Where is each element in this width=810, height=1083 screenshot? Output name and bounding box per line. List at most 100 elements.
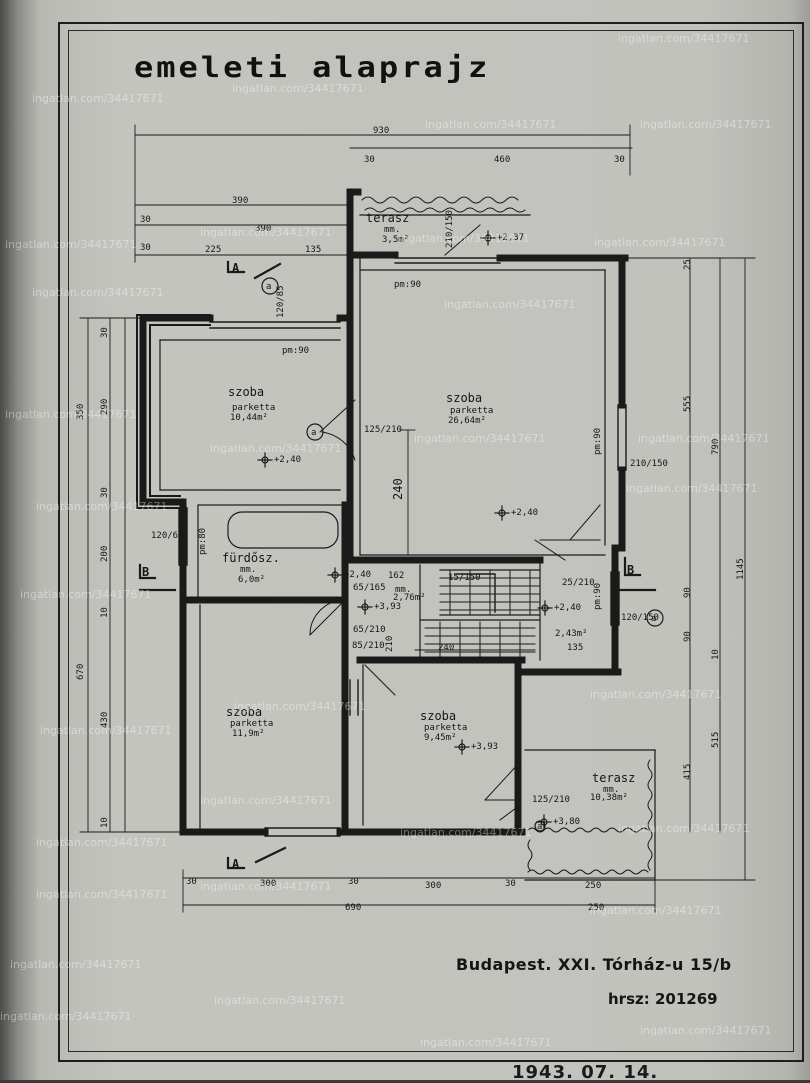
window-note: pm:90: [282, 346, 309, 356]
watermark: ingatlan.com/34417671: [40, 724, 172, 737]
dim-label: 670: [76, 664, 86, 680]
section-mark-a: A: [232, 857, 240, 871]
dim-label: 30: [140, 215, 151, 225]
dim-label: 30: [505, 879, 516, 889]
level-label: +3,93: [374, 602, 401, 612]
watermark: ingatlan.com/34417671: [400, 826, 532, 839]
watermark: ingatlan.com/34417671: [36, 888, 168, 901]
watermark: ingatlan.com/34417671: [638, 432, 770, 445]
section-mark-b: B: [142, 565, 149, 579]
door-mark: a: [537, 822, 542, 832]
dim-label: 200: [100, 546, 110, 562]
dim-label: 240: [391, 478, 405, 500]
terrace-n-name: terasz: [366, 211, 409, 225]
dim-label: 30: [348, 877, 359, 887]
watermark: ingatlan.com/34417671: [425, 118, 557, 131]
room-hall-area: 2,76m²: [393, 593, 426, 603]
dim-label: 1145: [736, 558, 746, 580]
door-swings: [309, 224, 601, 821]
staircase: [424, 569, 541, 659]
dim-label: 430: [100, 712, 110, 728]
dim-label: 25/210: [562, 578, 595, 588]
dim-label: 65/165: [353, 583, 386, 593]
dim-label: 30: [614, 155, 625, 165]
terrace-n-area: 3,5m²: [382, 235, 409, 245]
level-label: +2,40: [511, 508, 538, 518]
watermark: ingatlan.com/34417671: [200, 226, 332, 239]
dim-label: 350: [76, 404, 86, 420]
room-sw-area: 11,9m²: [232, 729, 265, 739]
room-nw-floor: parketta: [232, 403, 275, 413]
watermark: ingatlan.com/34417671: [414, 432, 546, 445]
level-label: +3,93: [471, 742, 498, 752]
dim-label: 210/150: [630, 459, 668, 469]
dim-label: 120/85: [276, 285, 286, 318]
watermark: ingatlan.com/34417671: [590, 688, 722, 701]
room-hall-name: mm.: [395, 585, 411, 595]
section-mark-b: B: [627, 563, 634, 577]
address-label: Budapest. XXI. Tórház-u 15/b: [456, 955, 732, 974]
drawing-title: emeleti alaprajz: [134, 49, 491, 85]
section-markers: [138, 260, 657, 870]
dim-label: 30: [100, 487, 110, 498]
dim-label: 930: [373, 126, 389, 136]
dim-label: 30: [100, 327, 110, 338]
room-ne-area: 26,64m²: [448, 416, 486, 426]
window-note: pm:80: [198, 528, 208, 555]
dim-label: 30: [140, 243, 151, 253]
room-nw-area: 10,44m²: [230, 413, 268, 423]
dim-label: 125/210: [364, 425, 402, 435]
watermark: ingatlan.com/34417671: [444, 298, 576, 311]
dim-label: 90: [683, 631, 693, 642]
dim-label: 250: [585, 881, 601, 891]
drawing-frame-inner: [68, 30, 794, 1052]
dim-label: 210/150: [445, 210, 455, 248]
watermark: ingatlan.com/34417671: [32, 286, 164, 299]
dim-label: 210: [385, 636, 395, 652]
dim-label: 390: [255, 224, 271, 234]
watermark: ingatlan.com/34417671: [5, 238, 137, 251]
watermark: ingatlan.com/34417671: [10, 958, 142, 971]
watermark: ingatlan.com/34417671: [32, 92, 164, 105]
dim-label: 120/150: [621, 613, 659, 623]
room-sc-name: szoba: [420, 709, 456, 723]
watermark: ingatlan.com/34417671: [200, 880, 332, 893]
room-sc-floor: parketta: [424, 723, 467, 733]
dim-label: 690: [345, 903, 361, 913]
room-landing-area: 2,43m²: [555, 629, 588, 639]
wall-hatch: [136, 314, 211, 509]
dim-label: 65/210: [353, 625, 386, 635]
drawing-frame-outer: [58, 22, 804, 1062]
watermark: ingatlan.com/34417671: [590, 904, 722, 917]
dim-label: 555: [683, 396, 693, 412]
terrace-se-area: 10,38m²: [590, 793, 628, 803]
watermark: ingatlan.com/34417671: [420, 1036, 552, 1049]
windows: [178, 257, 627, 837]
dim-label: 300: [260, 879, 276, 889]
dim-label: 85/210: [352, 641, 385, 651]
dim-label: 460: [494, 155, 510, 165]
dim-label: 290: [100, 399, 110, 415]
watermark: ingatlan.com/34417671: [232, 82, 364, 95]
door-mark: a: [651, 614, 656, 624]
terrace-se-name: terasz: [592, 771, 635, 785]
section-mark-a: A: [232, 261, 240, 275]
watermark: ingatlan.com/34417671: [594, 236, 726, 249]
room-sc-area: 9,45m²: [424, 733, 457, 743]
watermark: ingatlan.com/34417671: [210, 442, 342, 455]
dim-label: 125/210: [532, 795, 570, 805]
door-mark: a: [311, 428, 316, 438]
dim-label: 250: [588, 903, 604, 913]
dimension-lines: [79, 124, 756, 913]
watermark: ingatlan.com/34417671: [36, 836, 168, 849]
level-markers: [257, 230, 553, 830]
dim-label: 15/150: [448, 573, 481, 583]
window-note: pm:90: [593, 583, 603, 610]
door-mark: a: [266, 282, 271, 292]
dim-label: 120/60: [151, 531, 184, 541]
terrace-gravel: [361, 196, 653, 875]
watermark: ingatlan.com/34417671: [618, 822, 750, 835]
room-sw-name: szoba: [226, 705, 262, 719]
dim-label: 30: [364, 155, 375, 165]
